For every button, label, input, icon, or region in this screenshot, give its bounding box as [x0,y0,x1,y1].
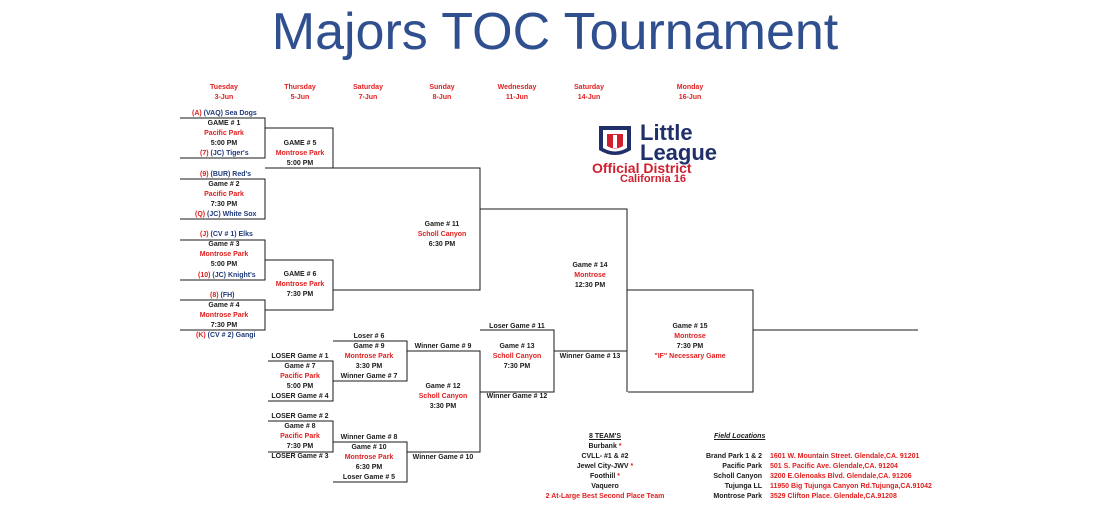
label-winner-game-8: Winner Game # 8 [340,434,398,441]
team-8-fh: (8) (FH) [210,292,235,299]
label-loser-game-11: Loser Game # 11 [489,323,545,330]
list-item: Montrose Park 3529 Clifton Place. Glenda… [713,493,897,500]
logo-line-4: California 16 [620,173,687,185]
label-loser-game-1: LOSER Game # 1 [271,353,329,360]
field-locations-heading: Field Locations [714,433,766,440]
list-item: Tujunga LL 11950 Big Tujunga Canyon Rd.T… [724,483,932,490]
teams-list-note: 2 At-Large Best Second Place Team [545,493,665,500]
label-loser-game-5: Loser Game # 5 [342,474,396,481]
label-loser-game-2: LOSER Game # 2 [271,413,329,420]
page-title: Majors TOC Tournament [271,3,839,61]
label-winner-game-10: Winner Game # 10 [412,454,474,461]
little-league-logo-icon [599,126,631,155]
label-winner-game-9: Winner Game # 9 [414,343,472,350]
label-winner-game-13: Winner Game # 13 [559,353,621,360]
teams-list: 8 TEAM'S Burbank * CVLL- #1 & #2 Jewel C… [530,432,680,502]
logo-line-2: League [640,140,718,165]
logo-line-3: Official District [592,160,692,176]
list-item: Burbank * [588,443,622,450]
list-item: Vaquero [591,483,619,490]
label-loser-6: Loser # 6 [353,333,385,340]
team-j-elks: (J) (CV # 1) Elks [200,231,253,238]
team-10-knights: (10) (JC) Knight's [198,272,256,279]
team-7-tigers: (7) (JC) Tiger's [200,150,249,157]
label-winner-game-12: Winner Game # 12 [486,393,548,400]
label-winner-game-7: Winner Game # 7 [340,373,398,380]
team-a-sea-dogs: (A) (VAQ) Sea Dogs [192,110,257,117]
field-locations: Brand Park 1 & 2 1601 W. Mountain Street… [690,452,932,502]
list-item: Jewel City-JWV * [576,463,634,470]
team-k-gangi: (K) (CV # 2) Gangi [196,332,256,339]
list-item: Foothill * [590,473,620,480]
list-item: Brand Park 1 & 2 1601 W. Mountain Street… [705,453,920,460]
label-loser-game-4: LOSER Game # 4 [271,393,329,400]
list-item: Scholl Canyon 3200 E.Glenoaks Blvd. Glen… [713,473,912,480]
team-9-reds: (9) (BUR) Red's [200,171,252,178]
list-item: CVLL- #1 & #2 [581,453,629,460]
list-item: Pacific Park 501 S. Pacific Ave. Glendal… [722,463,898,470]
team-q-white-sox: (Q) (JC) White Sox [195,211,257,218]
teams-list-heading: 8 TEAM'S [588,433,621,440]
logo-line-1: Little [640,120,693,145]
label-loser-game-3: LOSER Game # 3 [271,453,329,460]
